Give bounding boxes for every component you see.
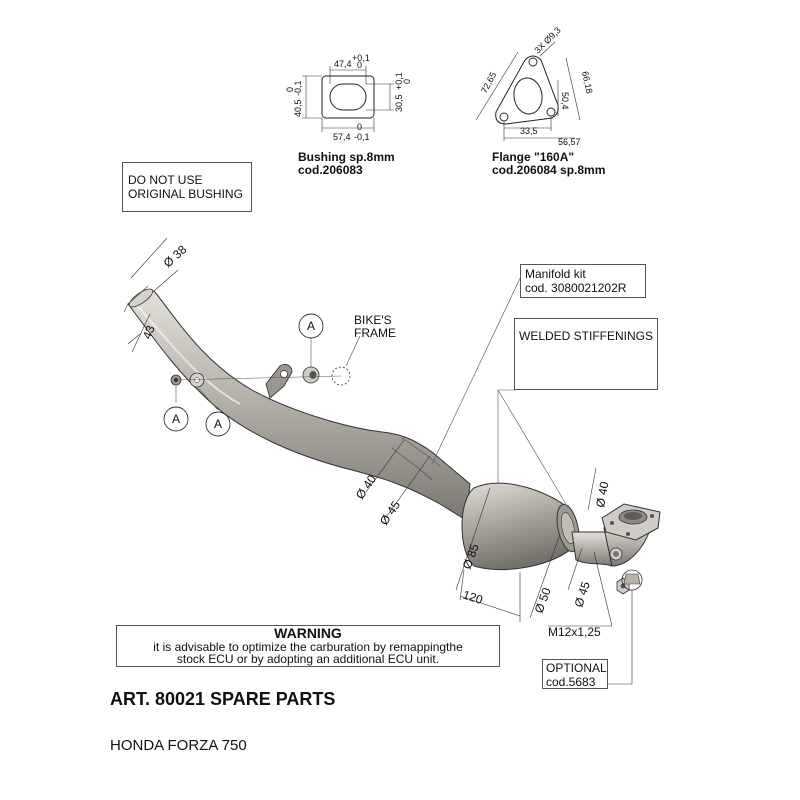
welded-stiffenings-note: WELDED STIFFENINGS [514,318,658,390]
callout-a-3: A [205,411,231,437]
bikes-frame-line2: FRAME [354,326,396,340]
thread-label: M12x1,25 [548,625,601,639]
bushing-tol-left-zero: 0 [285,87,295,92]
bikes-frame-line1: BIKE'S [354,313,392,327]
flange-caption-line1: Flange "160A" [492,150,575,164]
callout-a-2: A [163,406,189,432]
flange-dim-5: 56,57 [558,137,581,147]
bushing-caption: Bushing sp.8mm cod.206083 [298,151,395,177]
bushing-tol-bottom: -0,1 [354,132,370,142]
optional-note: OPTIONAL cod.5683 [542,659,608,689]
article-title: ART. 80021 SPARE PARTS [110,689,336,709]
callout-a-1: A [298,313,324,339]
flange-caption-line2: cod.206084 sp.8mm [492,163,606,177]
warning-title: WARNING [274,625,342,641]
welded-label: WELDED STIFFENINGS [519,329,654,343]
bushing-tol-top: +0,1 [352,53,370,63]
bushing-dim-bottom: 57,4 [333,132,351,142]
bushing-caption-line1: Bushing sp.8mm [298,150,395,164]
dim-outlet-d50: Ø 50 [532,585,554,615]
leader-lines [175,269,567,505]
do-not-use-line2: ORIGINAL BUSHING [128,187,243,201]
flange-dim-1: 72,65 [479,70,498,95]
flange-dim-4: 33,5 [520,126,538,136]
model-name: HONDA FORZA 750 [110,737,247,754]
warning-line2: stock ECU or by adopting an additional E… [176,652,440,666]
bushing-tol-bottom-zero: 0 [357,122,362,132]
flange-dim-holes: 3X Ø9,3 [532,25,562,55]
dim-inlet-length: 43 [140,323,158,341]
bushing-dim-right: 30,5 [394,94,404,112]
warning-box: WARNING it is advisable to optimize the … [116,625,500,667]
manifold-line2: cod. 3080021202R [525,281,627,295]
bushing-tol-right: +0,1 [394,72,404,90]
svg-text:A: A [214,417,222,431]
dim-outlet-d45: Ø 45 [572,580,593,609]
warning-line1: it is advisable to optimize the carburat… [153,640,463,654]
bushing-dim-left: 40,5 [293,99,303,117]
do-not-use-note: DO NOT USE ORIGINAL BUSHING [122,162,252,212]
flange-detail: 3X Ø9,3 72,65 66,18 50,4 33,5 56,57 [475,25,595,147]
bushing-tol-left: -0,1 [293,80,303,96]
flange-dim-3: 50,4 [560,92,570,110]
flange-caption: Flange "160A" cod.206084 sp.8mm [492,151,605,177]
dim-pipe-d45: Ø 45 [377,498,403,528]
bushing-tol-right-zero: 0 [402,79,412,84]
do-not-use-line1: DO NOT USE [128,173,203,187]
dim-inlet-diameter: Ø 38 [161,242,190,270]
bushing-dim-top: 47,4 [334,59,352,69]
flange-dim-2: 66,18 [580,70,594,94]
manifold-kit-note: Manifold kit cod. 3080021202R [520,264,646,298]
svg-text:A: A [307,319,315,333]
dimension-lines [123,237,633,685]
svg-text:A: A [172,412,180,426]
dim-cat-length: 120 [461,588,485,608]
exhaust-manifold [127,288,661,571]
bushing-tol-top-zero: 0 [357,60,362,70]
manifold-line1: Manifold kit [525,267,586,281]
optional-line1: OPTIONAL [546,661,607,675]
bushing-caption-line2: cod.206083 [298,163,363,177]
mounting-hardware [170,366,643,595]
bushing-detail: 47,4 +0,1 0 57,4 -0,1 0 40,5 -0,1 0 30,5… [285,53,412,142]
optional-line2: cod.5683 [546,675,596,689]
dim-outlet-d40: Ø 40 [593,480,611,508]
